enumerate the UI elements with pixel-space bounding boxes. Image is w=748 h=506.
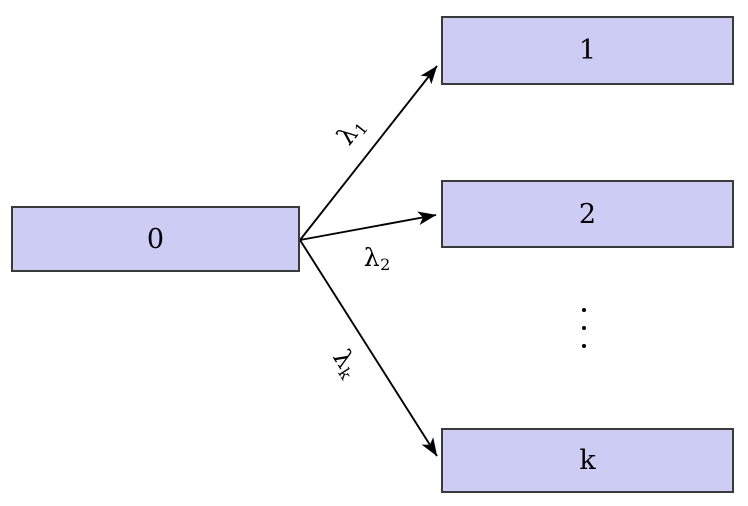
edge-label-lambda2-subscript: 2 — [380, 255, 391, 275]
vertical-ellipsis — [581, 308, 587, 348]
edge-label-lambda2: λ2 — [364, 245, 391, 273]
node-0-label: 0 — [146, 223, 165, 255]
edge-line-lambda2 — [299, 211, 437, 241]
edge-label-lambda2-symbol: λ — [363, 242, 380, 272]
node-k[interactable]: k — [441, 428, 734, 493]
ellipsis-dot — [582, 326, 586, 330]
ellipsis-dot — [582, 344, 586, 348]
node-k-label: k — [579, 445, 596, 476]
node-2[interactable]: 2 — [441, 180, 734, 248]
node-2-label: 2 — [578, 198, 597, 230]
node-1[interactable]: 1 — [441, 16, 734, 85]
vertical-ellipsis-dots — [581, 308, 587, 348]
edge-label-lambda1: λ1 — [331, 113, 372, 151]
node-0[interactable]: 0 — [11, 206, 300, 272]
node-1-label: 1 — [578, 35, 597, 66]
edge-line-lambda1 — [299, 65, 438, 241]
ellipsis-dot — [582, 308, 586, 312]
edge-label-lambdak: λk — [326, 344, 364, 383]
